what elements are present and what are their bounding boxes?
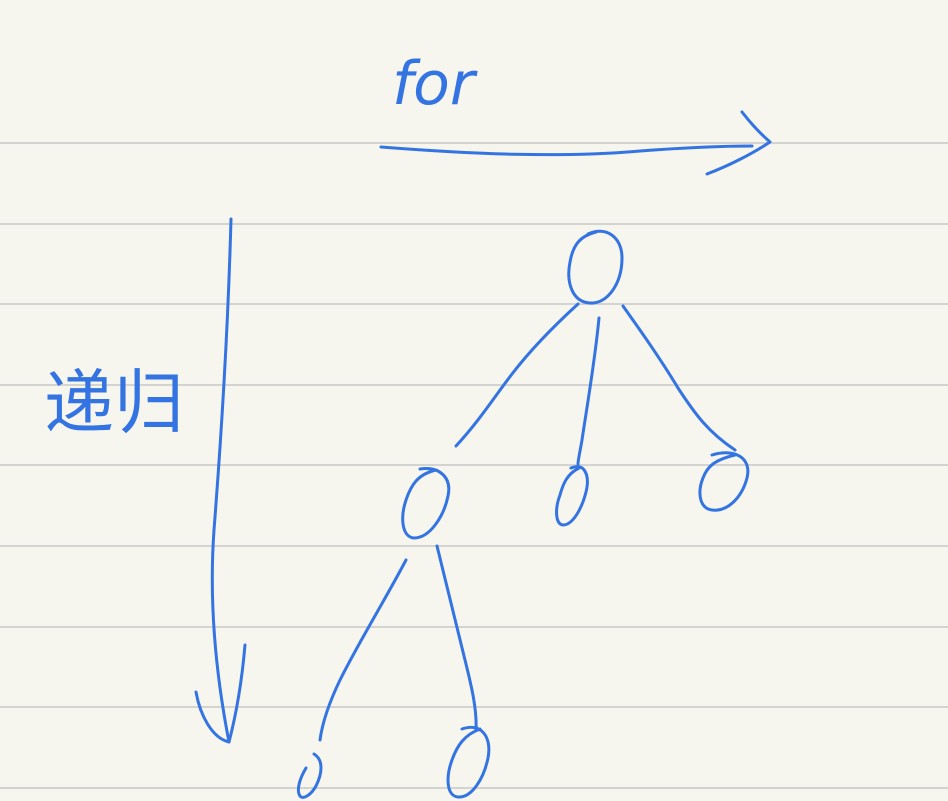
tree-edge-root-child-1 <box>454 302 580 448</box>
tree-node-root <box>567 229 624 305</box>
tree-edge-root-child-2 <box>576 316 601 466</box>
vertical-arrow <box>194 217 247 744</box>
tree-node-grandchild-1 <box>296 752 323 799</box>
tree-node-grandchild-2 <box>446 725 491 799</box>
for-label: for <box>392 49 478 119</box>
horizontal-arrow <box>379 110 772 176</box>
tree-node-child-3 <box>698 451 750 512</box>
recursion-label: 递归 <box>44 362 184 444</box>
tree-edge-child-1-grandchild-2 <box>435 544 478 732</box>
tree-edge-child-1-grandchild-1 <box>318 558 408 742</box>
tree-node-child-1 <box>401 467 451 540</box>
tree-edge-root-child-3 <box>621 304 737 452</box>
tree-node-child-2 <box>555 465 589 527</box>
tree <box>296 229 750 799</box>
